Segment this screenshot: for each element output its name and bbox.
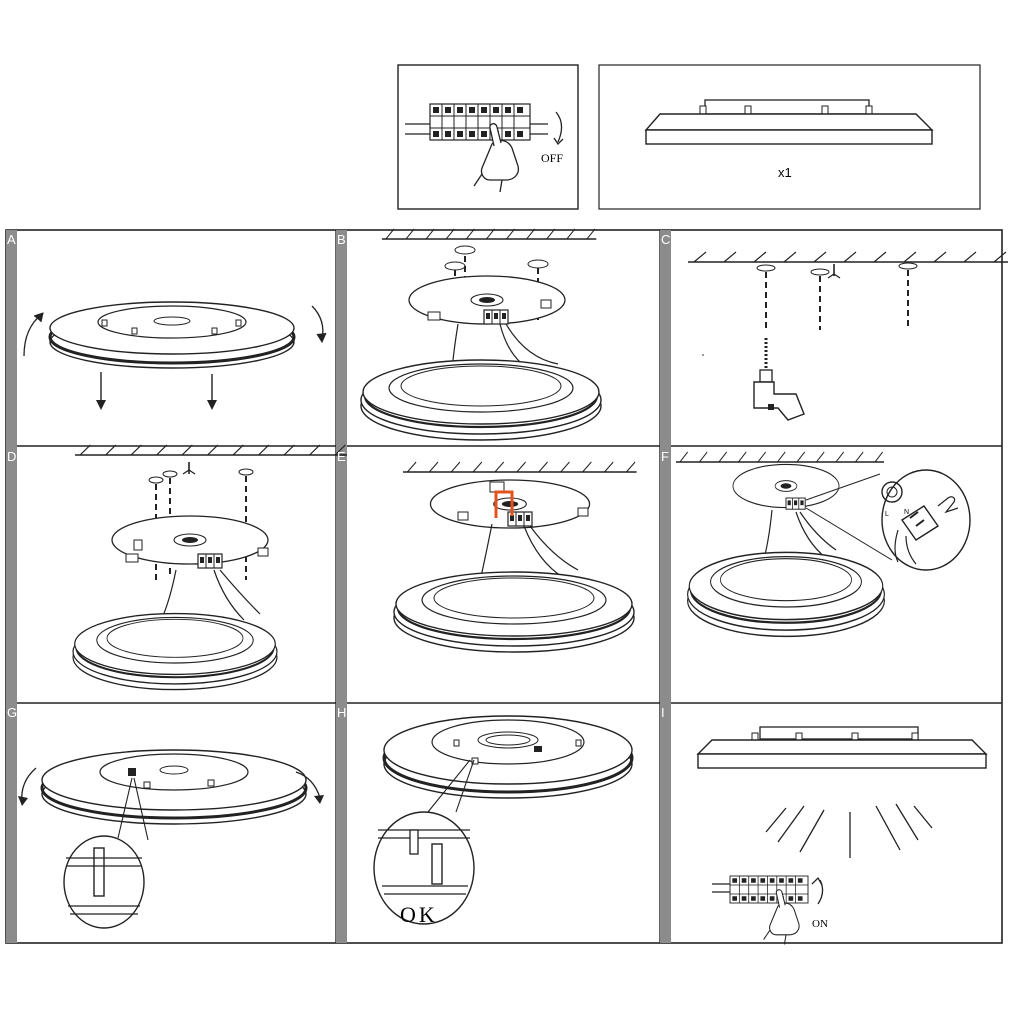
power-on-label: ON: [812, 918, 828, 930]
lamp-base-icon: [392, 570, 636, 654]
lamp-base-icon: [359, 358, 603, 442]
ceiling-light-icon: [40, 749, 308, 825]
live-wire-label: L: [885, 511, 889, 518]
latch-ok-callout: OK: [373, 811, 475, 927]
step-letter-c: C: [661, 232, 670, 247]
terminal-block-icon: [483, 309, 509, 325]
highlighted-wire: [494, 490, 514, 518]
ceiling-light-icon: [382, 715, 634, 799]
step-letter-a: A: [7, 232, 16, 247]
wiring-detail-callout: L N: [881, 469, 971, 571]
quantity-label: x1: [778, 165, 792, 180]
power-off-label: OFF: [541, 151, 563, 165]
latch-detail-callout: [63, 835, 145, 929]
ceiling-light-side-view-icon: [644, 99, 934, 145]
step-letter-h: H: [337, 705, 346, 720]
step-letter-e: E: [337, 449, 346, 464]
step-f: F L N: [661, 449, 971, 638]
step-e: E: [337, 449, 638, 654]
rotate-right-arrow-icon: [295, 771, 321, 799]
step-letter-d: D: [7, 449, 16, 464]
circuit-breaker-icon: [429, 103, 531, 141]
step-d: D: [7, 444, 348, 691]
switch-off-arrow-icon: [555, 111, 563, 143]
terminal-block-icon: [197, 553, 223, 569]
ok-label: OK: [400, 902, 438, 927]
terminal-block-icon: [785, 497, 806, 510]
drill-icon: [753, 338, 805, 421]
ceiling-light-icon: [48, 301, 296, 369]
step-g: G: [7, 705, 324, 929]
screwdriver-hand-icon: [937, 496, 959, 514]
step-letter-i: I: [661, 705, 665, 720]
step-a: A: [7, 232, 327, 410]
step-letter-g: G: [7, 705, 17, 720]
lamp-base-icon: [71, 612, 279, 691]
ceiling-light-side-view-icon: [696, 726, 988, 769]
product-panel: x1: [598, 64, 981, 210]
circuit-breaker-icon: [729, 875, 809, 904]
step-c: C: [661, 232, 1009, 421]
step-i: I ON: [661, 705, 988, 945]
power-off-panel: OFF: [397, 64, 579, 210]
step-h: H OK: [337, 705, 634, 927]
light-rays-icon: [765, 803, 933, 858]
neutral-wire-label: N: [904, 509, 909, 516]
step-letter-b: B: [337, 232, 346, 247]
step-b: B: [337, 228, 603, 442]
step-letter-f: F: [661, 449, 669, 464]
lamp-base-icon: [686, 551, 886, 638]
